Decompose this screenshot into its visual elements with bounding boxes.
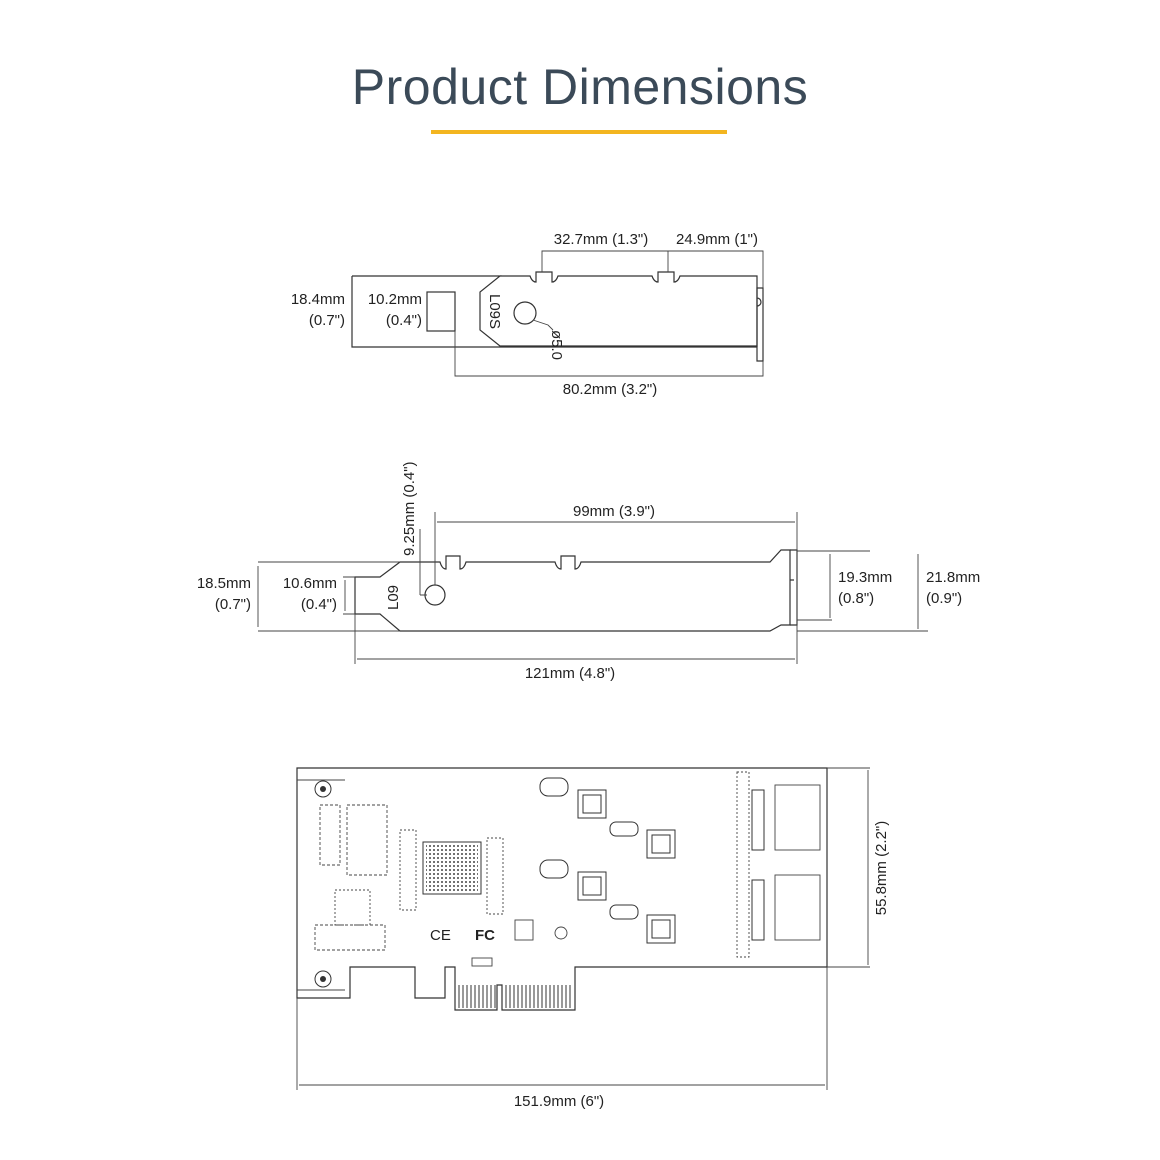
dim-tab2-offset: 24.9mm (1") — [676, 231, 758, 248]
dim-hole-to-end: 99mm (3.9") — [573, 503, 655, 520]
dim-length: 80.2mm (3.2") — [563, 381, 658, 398]
dim-tab-mm: 10.2mm — [368, 291, 422, 308]
dim-tab-in: (0.4") — [386, 312, 422, 329]
dim-tab-mm: 10.6mm — [283, 575, 337, 592]
dim-height-mm: 18.5mm — [197, 575, 251, 592]
dim-flange-inner-mm: 19.3mm — [838, 569, 892, 586]
dim-length: 121mm (4.8") — [525, 665, 615, 682]
dim-tab-in: (0.4") — [301, 596, 337, 613]
dim-hole-offset: 9.25mm (0.4") — [401, 461, 418, 556]
ce-mark: CE — [430, 927, 451, 944]
hole-diameter-label: ø5.0 — [548, 330, 565, 360]
dim-height-in: (0.7") — [309, 312, 345, 329]
pcb-card-drawing — [296, 767, 870, 1090]
low-profile-bracket-drawing — [351, 250, 764, 377]
dim-flange-inner-in: (0.8") — [838, 590, 874, 607]
dim-flange-outer-in: (0.9") — [926, 590, 962, 607]
dim-flange-outer-mm: 21.8mm — [926, 569, 980, 586]
dim-height-mm: 18.4mm — [291, 291, 345, 308]
title-underline — [431, 130, 727, 134]
bracket-marking: L09 — [385, 585, 402, 610]
dim-card-height: 55.8mm (2.2") — [873, 821, 890, 916]
dim-card-length: 151.9mm (6") — [514, 1093, 604, 1110]
dim-tab1-offset: 32.7mm (1.3") — [554, 231, 649, 248]
page-title: Product Dimensions — [351, 59, 809, 115]
dim-height-in: (0.7") — [215, 596, 251, 613]
full-profile-bracket-drawing — [257, 512, 928, 664]
fcc-mark: FC — [475, 927, 495, 944]
bracket-marking: L09S — [486, 294, 503, 329]
